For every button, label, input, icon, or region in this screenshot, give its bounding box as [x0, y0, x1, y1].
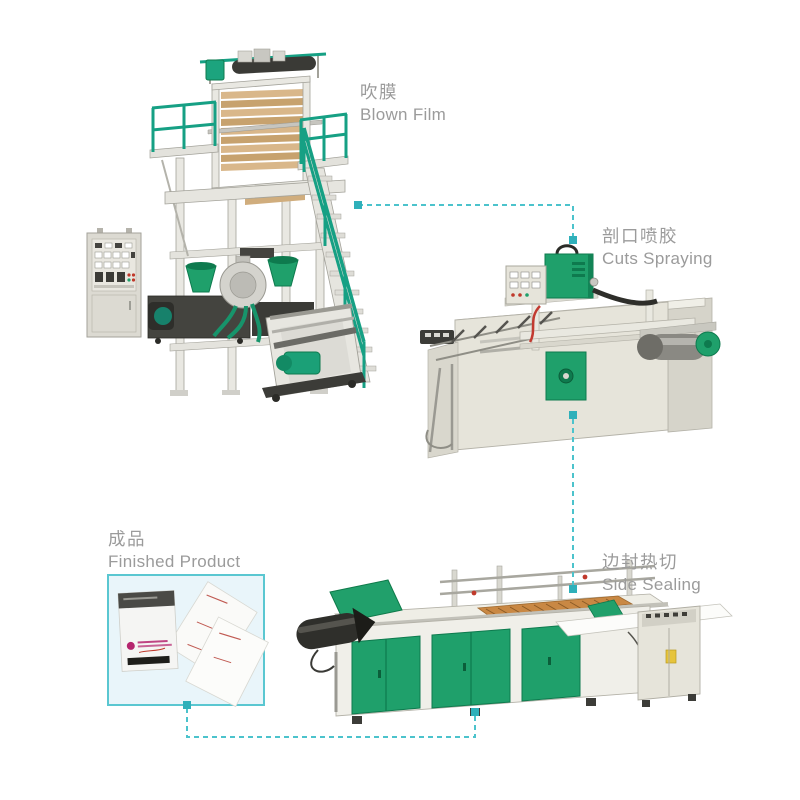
blown-film-label: 吹膜 Blown Film	[360, 82, 446, 125]
side-sealing-label: 边封热切 Side Sealing	[602, 552, 701, 595]
connector-node	[183, 701, 191, 709]
top-winder	[199, 48, 327, 84]
gantry-frame	[439, 559, 656, 619]
connector-node	[354, 201, 362, 209]
extruder	[147, 255, 314, 344]
connector-nodes	[183, 201, 577, 716]
infeed-folding-arms	[420, 311, 571, 453]
flow-connectors	[186, 204, 574, 738]
finished-product-label-zh: 成品	[108, 529, 146, 549]
connector-node	[569, 411, 577, 419]
connector-blownfilm-to-cuts	[358, 204, 574, 236]
cuts-spraying-machine-illustration	[420, 244, 721, 459]
cuts-spraying-label-en: Cuts Spraying	[602, 248, 713, 268]
film-roll-right	[637, 321, 721, 360]
connector-node	[471, 708, 479, 716]
side-sealing-label-en: Side Sealing	[602, 574, 702, 594]
finished-product-label: 成品 Finished Product	[108, 529, 240, 572]
connector-node	[569, 585, 577, 593]
spray-control-unit	[505, 244, 658, 343]
control-cabinet	[86, 228, 142, 338]
blown-film-machine-illustration	[86, 48, 377, 402]
film-winder-unit	[262, 303, 366, 402]
finished-product-label-en: Finished Product	[108, 551, 241, 571]
bag-courier-left	[117, 590, 179, 672]
cuts-spraying-label: 剖口喷胶 Cuts Spraying	[602, 226, 713, 269]
blown-film-label-en: Blown Film	[360, 104, 447, 124]
connector-node	[569, 236, 577, 244]
bag-front-right	[185, 616, 269, 708]
cuts-spraying-label-zh: 剖口喷胶	[602, 226, 678, 246]
blown-film-label-zh: 吹膜	[360, 82, 398, 102]
unwind-film-roll	[296, 579, 403, 712]
side-sealing-label-zh: 边封热切	[602, 552, 678, 572]
side-sealing-machine-illustration	[296, 559, 733, 724]
front-door-green	[545, 351, 587, 401]
outfeed-table-and-cabinet	[555, 603, 733, 707]
connector-sealing-to-product	[186, 709, 476, 738]
finished-product-box	[107, 574, 269, 708]
